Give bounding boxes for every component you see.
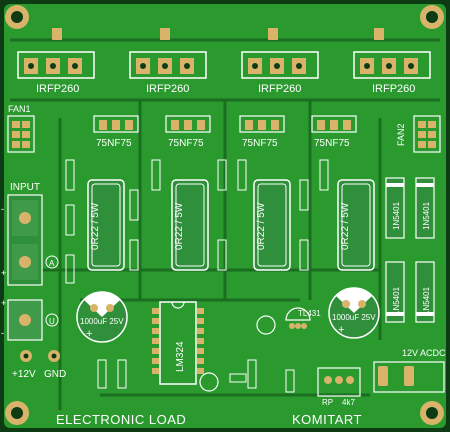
shunt-label: 0R22 / 5W: [340, 202, 351, 250]
regulator-2: 75NF75: [165, 115, 211, 149]
mounting-holes: [5, 5, 444, 425]
mosfet-label: IRFP260: [372, 83, 415, 95]
opamp-label: LM324: [175, 341, 186, 372]
cap-right: 1000uF 25V +: [328, 287, 380, 339]
voltmeter-label: U: [49, 317, 55, 326]
power-pads: +12V GND: [12, 350, 66, 380]
mosfet-3: IRFP260: [241, 51, 319, 95]
cap-label: 1000uF 25V: [332, 313, 376, 322]
acdc-label: 12V ACDC: [402, 348, 446, 358]
fan2-connector: FAN2: [396, 115, 441, 153]
shunt-label: 0R22 / 5W: [256, 202, 267, 250]
mosfet-label: IRFP260: [258, 83, 301, 95]
top-pads: [52, 28, 384, 40]
volt-plus-label: +: [1, 298, 6, 308]
cap-plus: +: [86, 328, 92, 340]
cap-left: 1000uF 25V +: [76, 291, 128, 343]
voltmeter-terminal: + - U: [1, 298, 59, 341]
diode-label: 1N5401: [392, 286, 401, 315]
regulator-label: 75NF75: [242, 138, 278, 149]
gnd-label: GND: [44, 369, 66, 380]
mosfet-1: IRFP260: [17, 51, 95, 95]
ammeter-label: A: [49, 259, 55, 268]
board-brand: KOMITART: [292, 412, 362, 427]
diode-label: 1N5401: [422, 286, 431, 315]
input-label: INPUT: [10, 182, 40, 193]
small-caps: [199, 315, 276, 392]
shunt-1: 0R22 / 5W: [87, 179, 125, 271]
regulator-label: 75NF75: [314, 138, 350, 149]
fan1-connector: FAN1: [7, 104, 35, 153]
shunt-label: 0R22 / 5W: [174, 202, 185, 250]
mosfet-label: IRFP260: [36, 83, 79, 95]
diode-3: 1N5401: [385, 261, 405, 323]
shunt-4: 0R22 / 5W: [337, 179, 375, 271]
rp-value: 4k7: [342, 398, 355, 407]
shunt-label: 0R22 / 5W: [90, 202, 101, 250]
regulator-4: 75NF75: [311, 115, 357, 149]
plus12v-label: +12V: [12, 369, 36, 380]
reference-label: TL431: [298, 309, 321, 318]
trimmer-pot: RP 4k7: [317, 367, 361, 407]
board-title: ELECTRONIC LOAD: [56, 412, 186, 427]
opamp-ic: LM324: [152, 301, 204, 385]
fan1-label: FAN1: [8, 104, 31, 114]
rp-label: RP: [322, 398, 333, 407]
regulator-label: 75NF75: [168, 138, 204, 149]
regulator-1: 75NF75: [93, 115, 139, 149]
regulator-label: 75NF75: [96, 138, 132, 149]
input-plus-label: +: [1, 268, 6, 278]
mosfet-2: IRFP260: [129, 51, 207, 95]
acdc-connector: 12V ACDC: [373, 348, 446, 393]
shunt-3: 0R22 / 5W: [253, 179, 291, 271]
volt-minus-label: -: [1, 328, 4, 338]
diode-label: 1N5401: [422, 201, 431, 230]
diode-label: 1N5401: [392, 201, 401, 230]
reference-ic: TL431: [285, 307, 321, 329]
diode-4: 1N5401: [415, 261, 435, 323]
shunt-2: 0R22 / 5W: [171, 179, 209, 271]
mosfet-label: IRFP260: [146, 83, 189, 95]
cap-plus: +: [338, 324, 344, 336]
regulator-3: 75NF75: [239, 115, 285, 149]
resistors: [65, 159, 329, 393]
diode-1: 1N5401: [385, 177, 405, 239]
fan2-label: FAN2: [396, 123, 406, 146]
input-terminal: INPUT - + A: [1, 182, 59, 286]
cap-label: 1000uF 25V: [80, 317, 124, 326]
diode-2: 1N5401: [415, 177, 435, 239]
mosfet-4: IRFP260: [353, 51, 431, 95]
input-minus-label: -: [1, 204, 4, 214]
